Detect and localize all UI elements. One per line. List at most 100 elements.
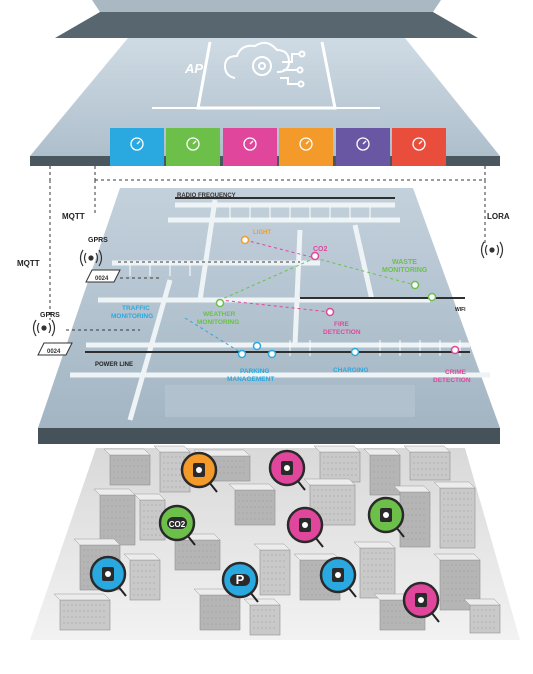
car-crash-icon <box>281 461 293 475</box>
wifi-label: WIFI <box>455 307 466 313</box>
gprs-top-label: GPRS <box>88 237 108 244</box>
dashed-links <box>49 179 486 331</box>
building <box>403 445 451 481</box>
weather-sensor-pin <box>215 298 225 308</box>
network-slab-surface <box>38 188 500 428</box>
parking-sensor-pin-2 <box>252 341 262 351</box>
building <box>103 448 151 486</box>
sensor-links <box>184 239 416 353</box>
parking-label-1: PARKING <box>240 368 270 375</box>
building <box>168 533 221 571</box>
fire-label-2: DETECTION <box>323 329 361 336</box>
module-green <box>166 128 220 166</box>
sensor-icon <box>356 137 370 151</box>
building <box>243 598 281 636</box>
gauge-icon <box>243 137 257 151</box>
ghost-buildings <box>165 385 415 417</box>
module-pink <box>223 128 277 166</box>
car-crash-pin <box>268 449 306 491</box>
waste-label-2: MONITORING <box>382 267 428 274</box>
crime-pin <box>402 581 440 623</box>
building <box>433 481 476 549</box>
ev-charger-icon <box>332 568 344 582</box>
network-lines <box>85 197 470 353</box>
traffic-pin <box>89 555 127 597</box>
gateway-box-top: 0024 <box>85 269 121 283</box>
module-red <box>392 128 446 166</box>
api-label: API <box>184 61 207 76</box>
street-grid <box>70 199 490 421</box>
waste-label-1: WASTE <box>392 259 417 266</box>
lora-label: LORA <box>487 212 510 221</box>
smart-meter-icon <box>193 463 205 477</box>
module-blue <box>110 128 164 166</box>
co2-cloud-pin: CO2 <box>158 504 196 546</box>
thief-icon <box>415 593 427 607</box>
co2-cloud-icon: CO2 <box>167 517 187 529</box>
svg-text:0024: 0024 <box>95 276 109 282</box>
top-slab-strip <box>92 0 441 12</box>
crime-label-2: DETECTION <box>433 377 471 384</box>
svg-text:0024: 0024 <box>47 349 61 355</box>
gauge-icon <box>130 137 144 151</box>
flame-icon <box>299 518 311 532</box>
building <box>53 593 111 631</box>
parking-sensor-pin-3 <box>267 349 277 359</box>
top-slab <box>55 0 478 38</box>
parking-sensor-pin-1 <box>237 349 247 359</box>
parking-icon-text: P <box>236 572 245 587</box>
crime-label-1: CRIME <box>445 369 467 376</box>
fence-strip <box>129 207 461 356</box>
network-slab-edge <box>38 428 500 444</box>
cloud-gear-circuit-icon <box>223 41 306 88</box>
waste-sensor-pin <box>410 280 420 290</box>
api-slab-surface <box>30 38 500 156</box>
antenna-icon <box>79 249 103 267</box>
radio-frequency-label: RADIO FREQUENCY <box>177 193 236 199</box>
fire-pin <box>286 506 324 548</box>
trash-bin-icon <box>380 508 392 522</box>
parking-icon: P <box>230 572 250 587</box>
light-sensor-pin <box>240 235 250 245</box>
gateway-box-left: 0024 <box>37 342 73 356</box>
fire-sensor-pin <box>325 307 335 317</box>
antenna-icon <box>32 319 56 337</box>
building <box>433 553 481 611</box>
building <box>193 588 241 631</box>
gauge-icon <box>299 137 313 151</box>
module-violet <box>336 128 390 166</box>
power-line-label: POWER LINE <box>95 362 133 368</box>
building <box>253 543 291 596</box>
sensor-pins <box>215 235 460 359</box>
ev-charging-pin <box>319 556 357 598</box>
waste-bin-pin <box>367 496 405 538</box>
module-orange <box>279 128 333 166</box>
building <box>93 488 136 546</box>
co2-label: CO2 <box>313 246 328 253</box>
antenna-icon <box>480 241 504 259</box>
traffic-label-2: MONITORING <box>111 313 153 320</box>
top-slab-edge <box>55 12 478 38</box>
mqtt-left-label: MQTT <box>17 259 40 268</box>
cars-icon <box>102 567 114 581</box>
network-layer: RADIO FREQUENCY MQTT GPRS MQTT GPRS LORA… <box>17 166 510 444</box>
building <box>313 445 361 483</box>
mqtt-top-label: MQTT <box>62 212 85 221</box>
building <box>353 541 396 599</box>
building <box>123 553 161 601</box>
api-layer: API <box>30 38 500 166</box>
building <box>463 598 501 634</box>
building <box>363 448 401 496</box>
crime-sensor-pin <box>450 345 460 355</box>
fire-label-1: FIRE <box>334 321 349 328</box>
trash-can-icon <box>412 137 426 151</box>
module-row <box>110 128 446 166</box>
weather-label-2: MONITORING <box>197 319 239 326</box>
building <box>393 485 431 548</box>
charging-sensor-pin <box>350 347 360 357</box>
smart-meter-pin <box>180 451 218 493</box>
traffic-label-1: TRAFFIC <box>122 305 150 312</box>
